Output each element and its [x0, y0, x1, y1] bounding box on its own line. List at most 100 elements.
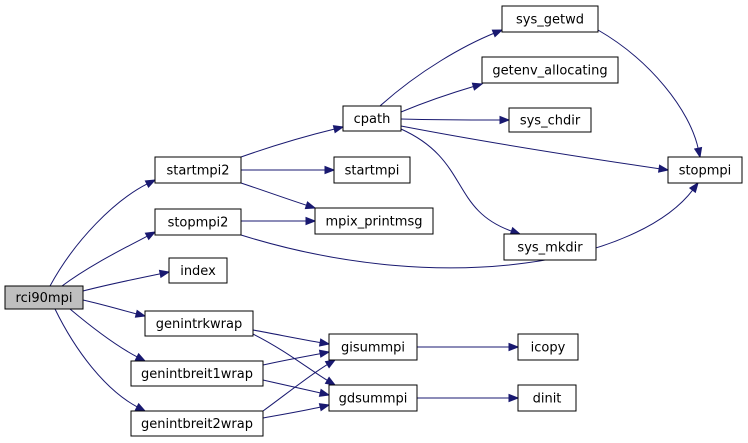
node-label: stopmpi2	[168, 216, 229, 231]
node-box[interactable]	[314, 207, 434, 235]
edge-line	[82, 273, 162, 292]
node-stopmpi2[interactable]: stopmpi2	[154, 208, 242, 236]
edge-line	[252, 333, 329, 382]
node-label: gdsummpi	[339, 392, 408, 407]
node-label: gisummpi	[341, 341, 405, 356]
node-getenv_allocating[interactable]: getenv_allocating	[481, 56, 619, 84]
node-label: getenv_allocating	[492, 64, 607, 79]
arrowhead-icon	[332, 125, 345, 134]
edge-line	[400, 128, 513, 232]
edge-line	[61, 235, 149, 287]
node-box[interactable]	[517, 333, 579, 361]
node-box[interactable]	[154, 208, 242, 236]
arrowhead-icon	[508, 342, 520, 352]
node-label: stopmpi	[679, 164, 732, 179]
node-box[interactable]	[501, 5, 599, 33]
node-box[interactable]	[328, 333, 418, 361]
edge-sys_getwd-to-stopmpi	[597, 29, 703, 159]
node-sys_getwd[interactable]: sys_getwd	[501, 5, 599, 33]
node-box[interactable]	[517, 384, 577, 412]
edge-cpath-to-sys_getwd	[379, 29, 504, 107]
node-box[interactable]	[328, 384, 418, 412]
node-box[interactable]	[508, 107, 592, 133]
node-label: index	[180, 264, 216, 279]
node-rci90mpi[interactable]: rci90mpi	[4, 285, 84, 310]
node-sys_chdir[interactable]: sys_chdir	[508, 107, 592, 133]
node-genintbreit2wrap[interactable]: genintbreit2wrap	[130, 410, 264, 437]
edge-line	[54, 308, 139, 408]
edge-genintbreit2wrap-to-gdsummpi	[262, 403, 331, 419]
edge-rci90mpi-to-genintbreit1wrap	[69, 308, 147, 362]
node-box[interactable]	[333, 156, 411, 184]
arrowhead-icon	[144, 231, 157, 241]
edge-startmpi2-to-cpath	[240, 125, 345, 158]
arrowhead-icon	[318, 349, 331, 358]
node-genintbreit1wrap[interactable]: genintbreit1wrap	[130, 360, 264, 387]
node-box[interactable]	[130, 410, 264, 437]
arrowhead-icon	[324, 376, 337, 386]
node-icopy[interactable]: icopy	[517, 333, 579, 361]
edge-stopmpi2-to-stopmpi	[240, 181, 699, 269]
node-label: genintbreit1wrap	[141, 367, 253, 382]
node-sys_mkdir[interactable]: sys_mkdir	[503, 233, 597, 261]
node-label: mpix_printmsg	[326, 215, 423, 230]
arrowhead-icon	[499, 115, 511, 125]
edge-cpath-to-stopmpi	[400, 125, 670, 173]
edge-line	[400, 125, 661, 170]
arrowhead-icon	[657, 164, 670, 173]
arrowhead-icon	[134, 352, 147, 362]
node-box[interactable]	[168, 257, 228, 284]
edge-line	[82, 299, 138, 315]
arrowhead-icon	[134, 309, 147, 318]
node-label: sys_mkdir	[517, 241, 583, 256]
node-box[interactable]	[667, 156, 743, 184]
arrowhead-icon	[134, 402, 147, 412]
arrowhead-icon	[509, 226, 522, 235]
node-label: sys_chdir	[520, 114, 581, 129]
edge-line	[400, 118, 502, 121]
edge-startmpi2-to-mpix_printmsg	[240, 182, 317, 210]
node-box[interactable]	[144, 310, 254, 337]
node-box[interactable]	[342, 105, 402, 132]
arrowhead-icon	[318, 403, 331, 412]
node-label: genintrkwrap	[156, 317, 243, 332]
node-index[interactable]: index	[168, 257, 228, 284]
edge-line	[252, 329, 322, 344]
edge-cpath-to-getenv_allocating	[400, 82, 484, 113]
node-gdsummpi[interactable]: gdsummpi	[328, 384, 418, 412]
node-mpix_printmsg[interactable]: mpix_printmsg	[314, 207, 434, 235]
edge-genintbreit2wrap-to-gisummpi	[262, 359, 337, 412]
edge-line	[262, 406, 322, 419]
arrowhead-icon	[688, 181, 699, 194]
node-box[interactable]	[481, 56, 619, 84]
edge-line	[240, 189, 694, 269]
edges-layer	[49, 29, 703, 419]
node-cpath[interactable]: cpath	[342, 105, 402, 132]
node-label: cpath	[354, 112, 391, 127]
edge-gdsummpi-to-dinit	[417, 393, 520, 403]
node-box[interactable]	[154, 156, 242, 184]
edge-line	[400, 85, 475, 113]
node-startmpi2[interactable]: startmpi2	[154, 156, 242, 184]
edge-rci90mpi-to-genintbreit2wrap	[54, 308, 147, 412]
edge-line	[597, 29, 699, 150]
node-box[interactable]	[130, 360, 264, 387]
arrowhead-icon	[304, 201, 317, 210]
node-label: genintbreit2wrap	[141, 417, 253, 432]
node-gisummpi[interactable]: gisummpi	[328, 333, 418, 361]
node-box[interactable]	[503, 233, 597, 261]
node-stopmpi[interactable]: stopmpi	[667, 156, 743, 184]
edge-line	[262, 363, 329, 412]
node-startmpi[interactable]: startmpi	[333, 156, 411, 184]
arrowhead-icon	[324, 165, 336, 175]
node-label: dinit	[533, 392, 562, 407]
node-label: rci90mpi	[16, 291, 73, 306]
node-genintrkwrap[interactable]: genintrkwrap	[144, 310, 254, 337]
node-dinit[interactable]: dinit	[517, 384, 577, 412]
edge-line	[69, 308, 139, 358]
node-box[interactable]	[4, 285, 84, 310]
edge-line	[240, 128, 336, 158]
node-label: startmpi2	[166, 164, 229, 179]
edge-genintrkwrap-to-gisummpi	[252, 329, 331, 347]
